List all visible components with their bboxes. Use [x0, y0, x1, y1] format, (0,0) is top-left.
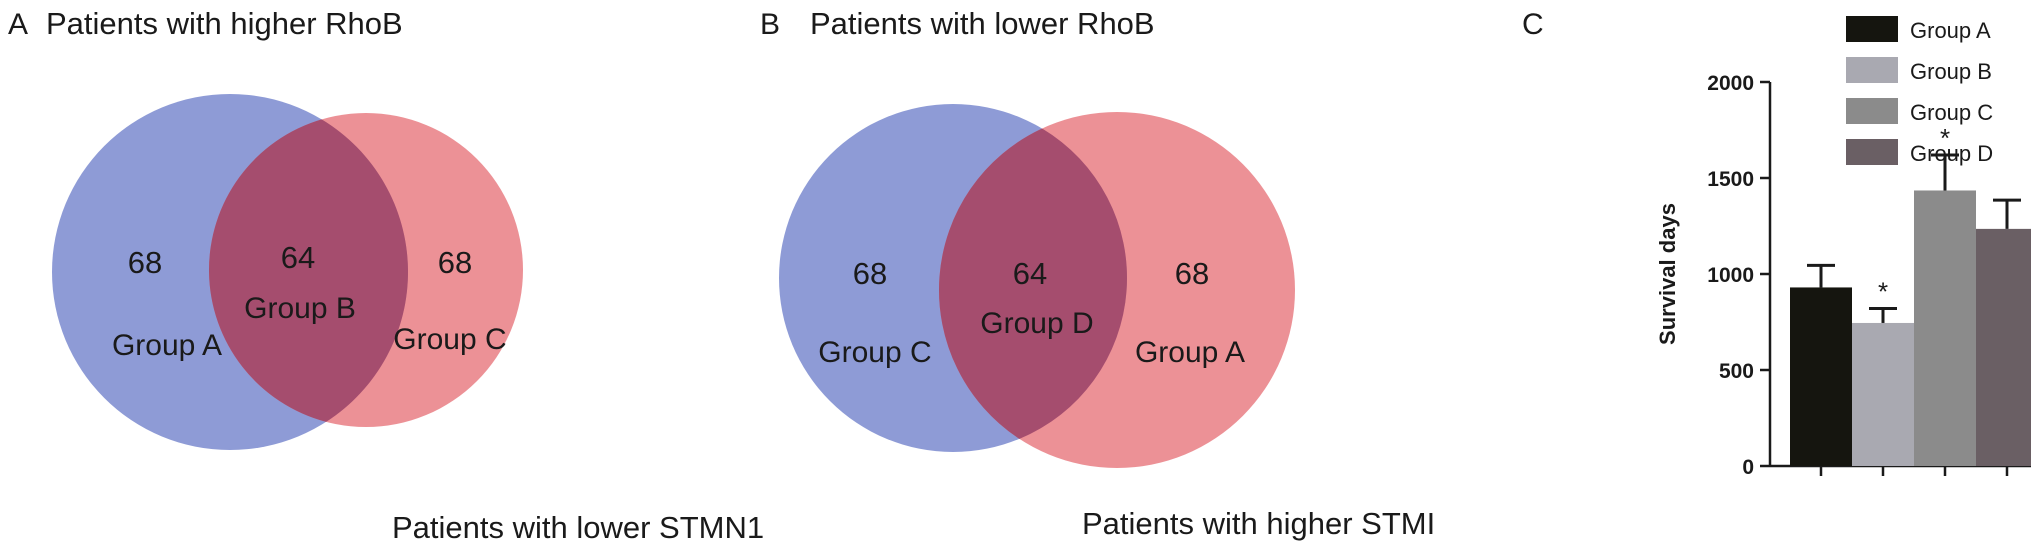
bar	[1852, 322, 1914, 466]
bar	[1790, 287, 1852, 466]
venn-b-svg: B Patients with lower RhoB 68 Group C 64…	[760, 6, 1435, 541]
y-tick-label: 1000	[1707, 264, 1754, 287]
venn-a-svg: A Patients with higher RhoB 68 Group A 6…	[8, 6, 764, 545]
panel-c-letter: C	[1522, 8, 1544, 41]
legend-swatch	[1846, 57, 1898, 83]
venn-b-overlap	[938, 128, 1127, 439]
venn-a-bottom-label: Patients with lower STMN1	[392, 510, 764, 545]
venn-b-overlap-count: 64	[1013, 256, 1047, 291]
venn-panel-a: A Patients with higher RhoB 68 Group A 6…	[0, 0, 770, 554]
bar	[1976, 228, 2031, 466]
legend-swatch	[1846, 16, 1898, 42]
venn-a-left-count: 68	[128, 245, 162, 280]
panel-b-letter: B	[760, 8, 780, 41]
y-axis-label: Survival days	[1655, 203, 1680, 345]
y-tick-label: 0	[1742, 456, 1754, 479]
venn-a-left-group: Group A	[112, 329, 222, 362]
venn-b-left-group: Group C	[818, 336, 931, 369]
venn-panel-b: B Patients with lower RhoB 68 Group C 64…	[760, 0, 1520, 554]
venn-b-overlap-group: Group D	[980, 307, 1093, 340]
legend-swatch	[1846, 139, 1898, 165]
venn-a-overlap-count: 64	[281, 240, 315, 275]
panel-b-title: Patients with lower RhoB	[810, 6, 1155, 41]
y-tick-label: 1500	[1707, 168, 1754, 191]
legend-label: Group B	[1910, 59, 1992, 84]
legend-label: Group A	[1910, 18, 1991, 43]
y-tick-label: 500	[1719, 360, 1754, 383]
legend-swatch	[1846, 98, 1898, 124]
significance-mark: *	[1878, 277, 1888, 307]
legend-label: Group C	[1910, 100, 1993, 125]
significance-mark: *	[1940, 123, 1950, 153]
venn-a-right-count: 68	[438, 245, 472, 280]
y-tick-label: 2000	[1707, 72, 1754, 95]
venn-b-left-count: 68	[853, 256, 887, 291]
venn-b-bottom-label: Patients with higher STMI	[1082, 506, 1435, 541]
panel-a-letter: A	[8, 8, 28, 41]
venn-a-overlap-group: Group B	[244, 292, 356, 325]
bar	[1914, 190, 1976, 467]
venn-a-overlap	[209, 119, 409, 422]
legend-label: Group D	[1910, 141, 1993, 166]
venn-a-right-group: Group C	[393, 323, 506, 356]
venn-b-right-count: 68	[1175, 256, 1209, 291]
panel-a-title: Patients with higher RhoB	[46, 6, 403, 41]
venn-b-right-group: Group A	[1135, 336, 1245, 369]
